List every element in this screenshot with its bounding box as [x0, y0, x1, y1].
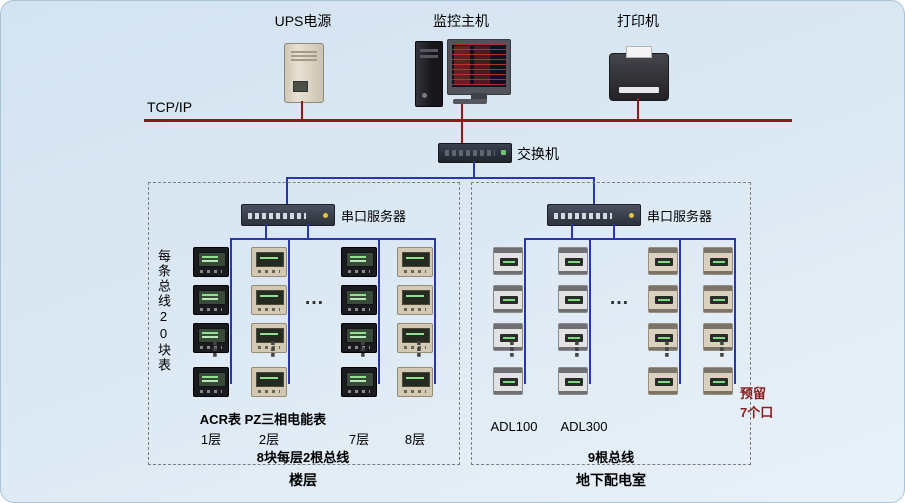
pz-meter-icon: [251, 323, 287, 353]
pz-meter-icon: [251, 247, 287, 277]
bus-line: [378, 238, 380, 384]
bus-line: [589, 238, 591, 384]
din-meter-icon: [648, 323, 678, 351]
adl-meter-icon: [493, 285, 523, 313]
ellipsis-horizontal: …: [609, 287, 629, 309]
connection-line: [265, 224, 267, 238]
connection-line: [230, 238, 436, 240]
acr-meter-icon: [341, 367, 377, 397]
tcpip-label: TCP/IP: [147, 99, 193, 115]
bus-line: [679, 238, 681, 384]
tcpip-bus-line: [144, 119, 792, 122]
ellipsis-vertical: ⋮: [567, 339, 587, 361]
bus-line: [434, 238, 436, 384]
connection-line: [524, 238, 736, 240]
adl-meter-icon: [558, 247, 588, 275]
acr-meter-icon: [341, 247, 377, 277]
printer-label: 打印机: [617, 13, 659, 29]
ellipsis-vertical: ⋮: [712, 339, 732, 361]
reserved-ports-label: 预留 7个口: [740, 383, 773, 421]
ellipsis-vertical: ⋮: [502, 339, 522, 361]
acr-meter-icon: [193, 285, 229, 315]
adl100-label: ADL100: [490, 419, 538, 434]
monitor-stand: [471, 93, 487, 100]
bus-line: [524, 238, 526, 384]
printer-icon: [609, 46, 669, 101]
monitor-screen: [452, 44, 506, 87]
serial-server-icon: [547, 204, 641, 226]
pz-meter-icon: [397, 285, 433, 315]
reserved-ports-line1: 预留: [740, 386, 767, 401]
connection-line: [286, 177, 288, 205]
acr-meter-icon: [341, 323, 377, 353]
pz-meter-icon: [251, 285, 287, 315]
serial-server-label: 串口服务器: [341, 209, 407, 224]
basement-zone-box: [471, 182, 751, 465]
connection-line: [613, 224, 615, 238]
ellipsis-vertical: ⋮: [409, 339, 429, 361]
floor-label: 7层: [348, 432, 370, 447]
left-bus-note: 8块每层2根总线: [256, 450, 350, 465]
adl300-label: ADL300: [560, 419, 608, 434]
acr-meter-icon: [193, 367, 229, 397]
switch-icon: [438, 143, 512, 163]
bus-line: [230, 238, 232, 384]
pz-meter-icon: [397, 323, 433, 353]
adl-meter-icon: [493, 367, 523, 395]
monitor-icon: [447, 39, 511, 95]
connection-line: [637, 98, 639, 120]
floor-label: 2层: [258, 432, 280, 447]
adl-meter-icon: [558, 285, 588, 313]
bus-line: [734, 238, 736, 384]
connection-line: [461, 104, 463, 120]
ellipsis-horizontal: …: [304, 287, 324, 309]
ellipsis-vertical: ⋮: [353, 339, 373, 361]
connection-line: [461, 122, 463, 143]
adl-meter-icon: [493, 323, 523, 351]
pz-meter-icon: [397, 367, 433, 397]
din-meter-icon: [703, 367, 733, 395]
floor-label: 8层: [404, 432, 426, 447]
din-meter-icon: [648, 285, 678, 313]
ellipsis-vertical: ⋮: [263, 339, 283, 361]
din-meter-icon: [648, 247, 678, 275]
din-meter-icon: [703, 247, 733, 275]
ellipsis-vertical: ⋮: [657, 339, 677, 361]
connection-line: [301, 101, 303, 120]
din-meter-icon: [648, 367, 678, 395]
connection-line: [571, 224, 573, 238]
pc-tower-icon: [415, 41, 443, 107]
serial-server-label: 串口服务器: [647, 209, 713, 224]
adl-meter-icon: [493, 247, 523, 275]
ups-label: UPS电源: [274, 13, 332, 29]
pz-meter-icon: [251, 367, 287, 397]
connection-line: [286, 177, 595, 179]
floor-zone-caption: 楼层: [289, 472, 317, 488]
din-meter-icon: [703, 285, 733, 313]
reserved-ports-line2: 7个口: [740, 405, 774, 420]
adl-meter-icon: [558, 323, 588, 351]
switch-label: 交换机: [517, 146, 559, 162]
floor-zone-box: [148, 182, 460, 465]
host-label: 监控主机: [433, 13, 489, 29]
din-meter-icon: [703, 323, 733, 351]
basement-zone-caption: 地下配电室: [576, 472, 646, 488]
floor-label: 1层: [200, 432, 222, 447]
monitor-base: [453, 99, 487, 104]
meter-types-label: ACR表 PZ三相电能表: [199, 412, 327, 427]
connection-line: [473, 161, 475, 178]
adl-meter-icon: [558, 367, 588, 395]
bus-capacity-label: 每条总线20块表: [156, 249, 171, 373]
ellipsis-vertical: ⋮: [205, 339, 225, 361]
acr-meter-icon: [341, 285, 377, 315]
bus-line: [288, 238, 290, 384]
acr-meter-icon: [193, 247, 229, 277]
right-bus-note: 9根总线: [587, 450, 635, 465]
serial-server-icon: [241, 204, 335, 226]
pz-meter-icon: [397, 247, 433, 277]
ups-icon: [284, 43, 324, 103]
acr-meter-icon: [193, 323, 229, 353]
connection-line: [307, 224, 309, 238]
connection-line: [593, 177, 595, 205]
